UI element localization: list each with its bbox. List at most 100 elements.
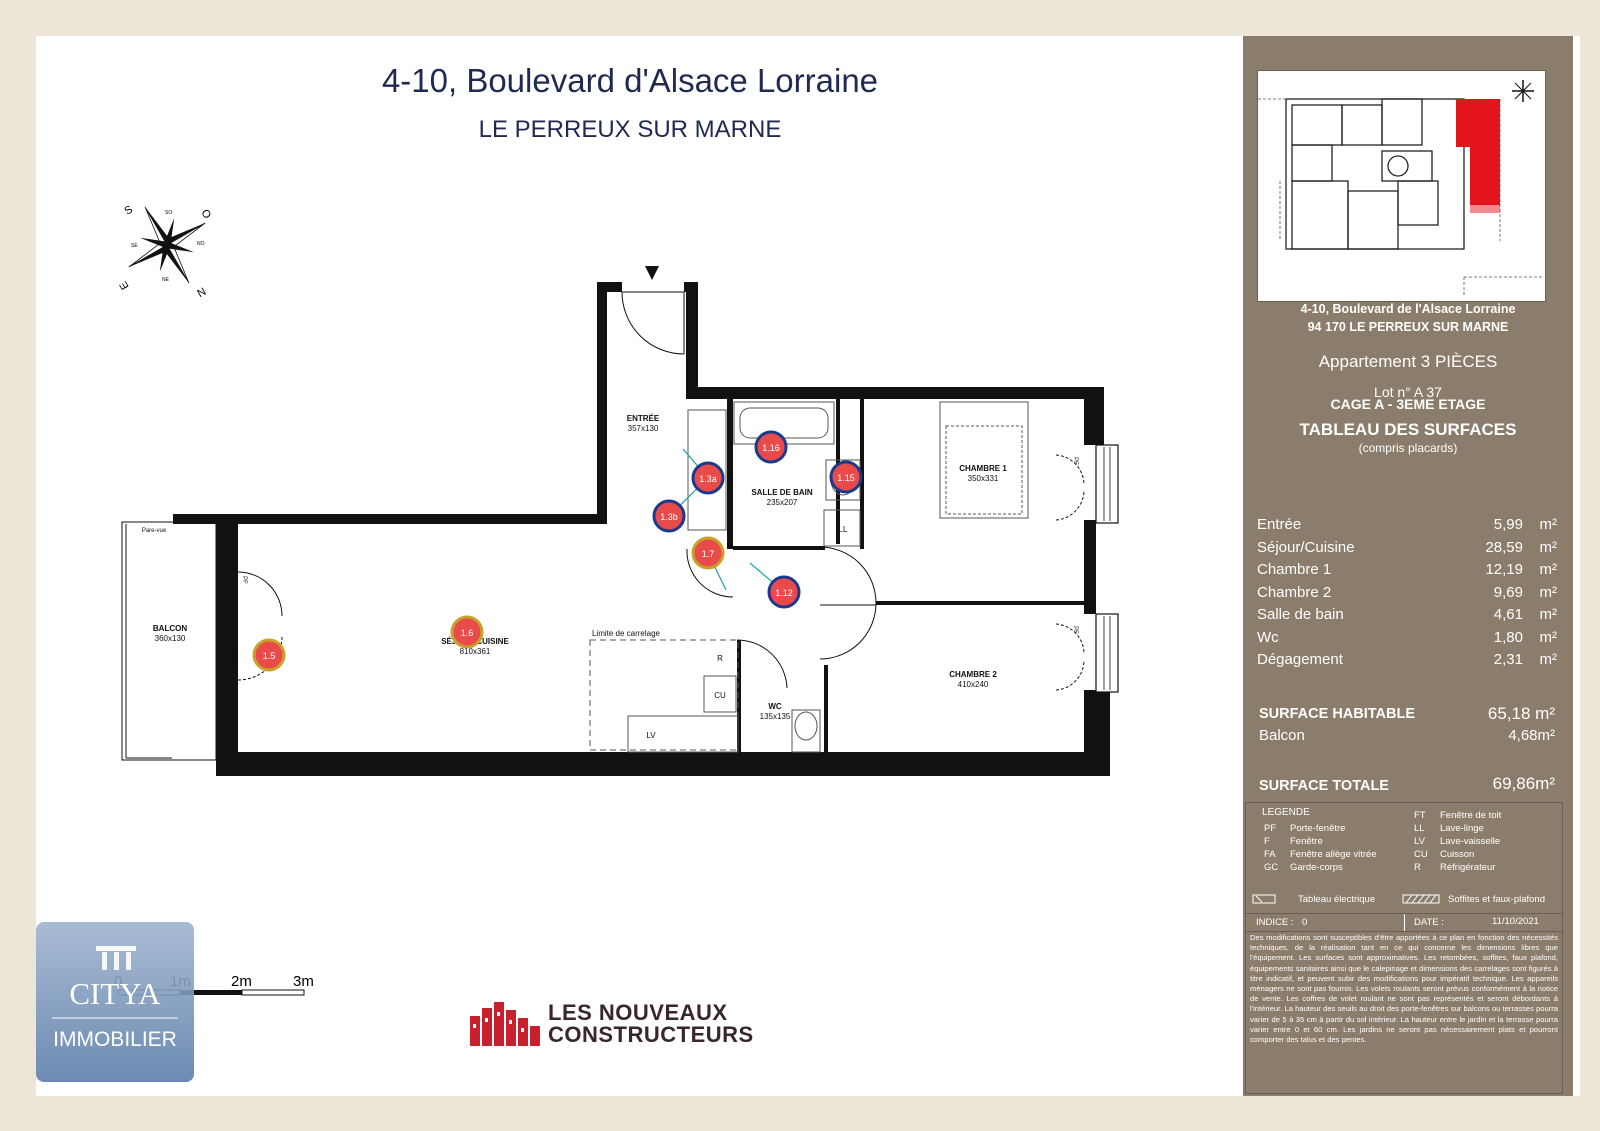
surface-table-note: (compris placards) [1358, 441, 1458, 455]
svg-text:1.3b: 1.3b [660, 512, 678, 522]
surface-name: Salle de bain [1257, 606, 1344, 623]
marker-1-7[interactable]: 1.7 [691, 536, 725, 570]
key-plan [1257, 70, 1546, 302]
tableau-electrique-label: Tableau électrique [1298, 894, 1376, 905]
room-label-sdb: SALLE DE BAIN [751, 488, 813, 497]
indice-row: INDICE : 0 DATE : 11/10/2021 [1246, 913, 1562, 932]
citya-line1: CITYA [69, 976, 161, 1011]
apartment-type: Appartement 3 PIÈCES [1318, 352, 1498, 371]
cu-label: CU [714, 691, 726, 700]
room-size-balcon: 360x130 [155, 634, 186, 643]
sidebar-address-line1: 4-10, Boulevard de l'Alsace Lorraine [1300, 302, 1516, 316]
legend-code: CU [1414, 849, 1428, 860]
pf-label-sejour: PF [241, 576, 247, 584]
surface-name: Chambre 1 [1257, 561, 1332, 578]
legend-text: Porte-fenêtre [1290, 823, 1346, 834]
legend-text: Fenêtre de toit [1440, 810, 1502, 821]
legend-text: Lave-linge [1440, 823, 1484, 834]
legend-code: F [1264, 836, 1270, 847]
legend-text: Fenêtre [1290, 836, 1323, 847]
legend-text: Garde-corps [1290, 862, 1343, 873]
indice-divider [1404, 914, 1405, 931]
total-label: SURFACE TOTALE [1259, 778, 1389, 794]
room-size-chambre1: 350x331 [968, 474, 999, 483]
svg-text:1.16: 1.16 [762, 443, 780, 453]
surface-value: 2,31 [1493, 651, 1523, 668]
highlight-apartment [1456, 99, 1500, 205]
surface-unit: m² [1539, 651, 1558, 668]
room-size-sdb: 235x207 [767, 498, 798, 507]
date-value: 11/10/2021 [1492, 916, 1539, 927]
soffites-icon [1402, 894, 1440, 904]
marker-1-3a[interactable]: 1.3a [691, 461, 725, 495]
triangle-down-icon [645, 266, 659, 280]
svg-text:1.3a: 1.3a [699, 474, 717, 484]
surface-unit: m² [1539, 538, 1558, 556]
legend-code: LL [1414, 823, 1425, 834]
room-size-entree: 357x130 [628, 424, 659, 433]
room-label-wc: WC [768, 702, 782, 711]
indice-label: INDICE : [1256, 917, 1294, 928]
compass-rose-icon: S O N E SO NO NE SE [118, 204, 214, 299]
electric-panel-icon [1252, 894, 1276, 904]
surface-unit: m² [1539, 583, 1558, 601]
legend-title: LEGENDE [1262, 807, 1310, 818]
surface-sidebar: 4-10, Boulevard de l'Alsace Lorraine 94 … [1243, 36, 1573, 1096]
habitable-label: SURFACE HABITABLE [1259, 706, 1416, 722]
compass-minor-so: SO [165, 210, 172, 216]
compass-minor-se: SE [131, 243, 138, 249]
marker-1-15[interactable]: 1.15 [829, 460, 863, 494]
room-size-sejour: 810x361 [460, 647, 491, 656]
marker-1-5[interactable]: 1.5 [252, 638, 286, 672]
balcon-value: 4,68m² [1508, 727, 1555, 744]
surface-value: 4,61 [1493, 606, 1523, 623]
ll-label: LL [839, 525, 848, 534]
lnc-line1: LES NOUVEAUX [548, 1000, 728, 1025]
svg-text:1.12: 1.12 [775, 588, 793, 598]
pf-label-chambre2: PF [1072, 626, 1078, 634]
surface-value: 9,69 [1493, 583, 1523, 601]
marker-1-6[interactable]: 1.6 [450, 615, 484, 649]
habitable-value: 65,18 m² [1487, 704, 1555, 723]
legend-text: Lave-vaisselle [1440, 836, 1501, 847]
legend-text: Fenêtre allège vitrée [1290, 849, 1377, 860]
compass-minor-ne: NE [162, 277, 170, 283]
legend-code: PF [1264, 823, 1277, 834]
legend-text: Cuisson [1440, 849, 1475, 860]
room-label-entree: ENTRÉE [627, 414, 660, 423]
scale-label-3m: 3m [293, 973, 314, 990]
marker-1-16[interactable]: 1.16 [754, 430, 788, 464]
surface-value: 28,59 [1485, 538, 1523, 556]
marker-1-12[interactable]: 1.12 [767, 575, 801, 609]
surface-name: Séjour/Cuisine [1257, 538, 1355, 556]
citya-line2: IMMOBILIER [53, 1028, 177, 1051]
surface-name: Wc [1257, 628, 1279, 646]
citya-logo: CITYA IMMOBILIER [36, 922, 194, 1082]
limite-carrelage-label: Limite de carrelage [592, 629, 661, 638]
room-label-chambre1: CHAMBRE 1 [959, 464, 1007, 473]
svg-text:1.6: 1.6 [461, 628, 474, 638]
marker-1-3b[interactable]: 1.3b [652, 499, 686, 533]
room-size-chambre2: 410x240 [958, 680, 989, 689]
scale-label-2m: 2m [231, 973, 252, 990]
disclaimer-text: Des modifications sont susceptibles d'êt… [1250, 933, 1558, 1045]
compass-minor-no: NO [197, 241, 205, 247]
legend-text: Réfrigérateur [1440, 862, 1496, 873]
svg-text:1.15: 1.15 [837, 473, 855, 483]
legend-code: FT [1414, 810, 1426, 821]
sidebar-address-line2: 94 170 LE PERREUX SUR MARNE [1307, 320, 1509, 334]
room-size-wc: 135x135 [760, 712, 791, 721]
surface-table-title: TABLEAU DES SURFACES [1299, 420, 1517, 439]
lnc-logo: LES NOUVEAUX CONSTRUCTEURS [468, 998, 778, 1050]
surface-unit: m² [1539, 561, 1558, 578]
plan-title: 4-10, Boulevard d'Alsace Lorraine [381, 62, 879, 99]
surface-value: 1,80 [1493, 628, 1523, 646]
lnc-line2: CONSTRUCTEURS [548, 1022, 754, 1047]
seuil-label: Seuil max 15cm [224, 627, 230, 670]
svg-text:1.5: 1.5 [263, 651, 276, 661]
